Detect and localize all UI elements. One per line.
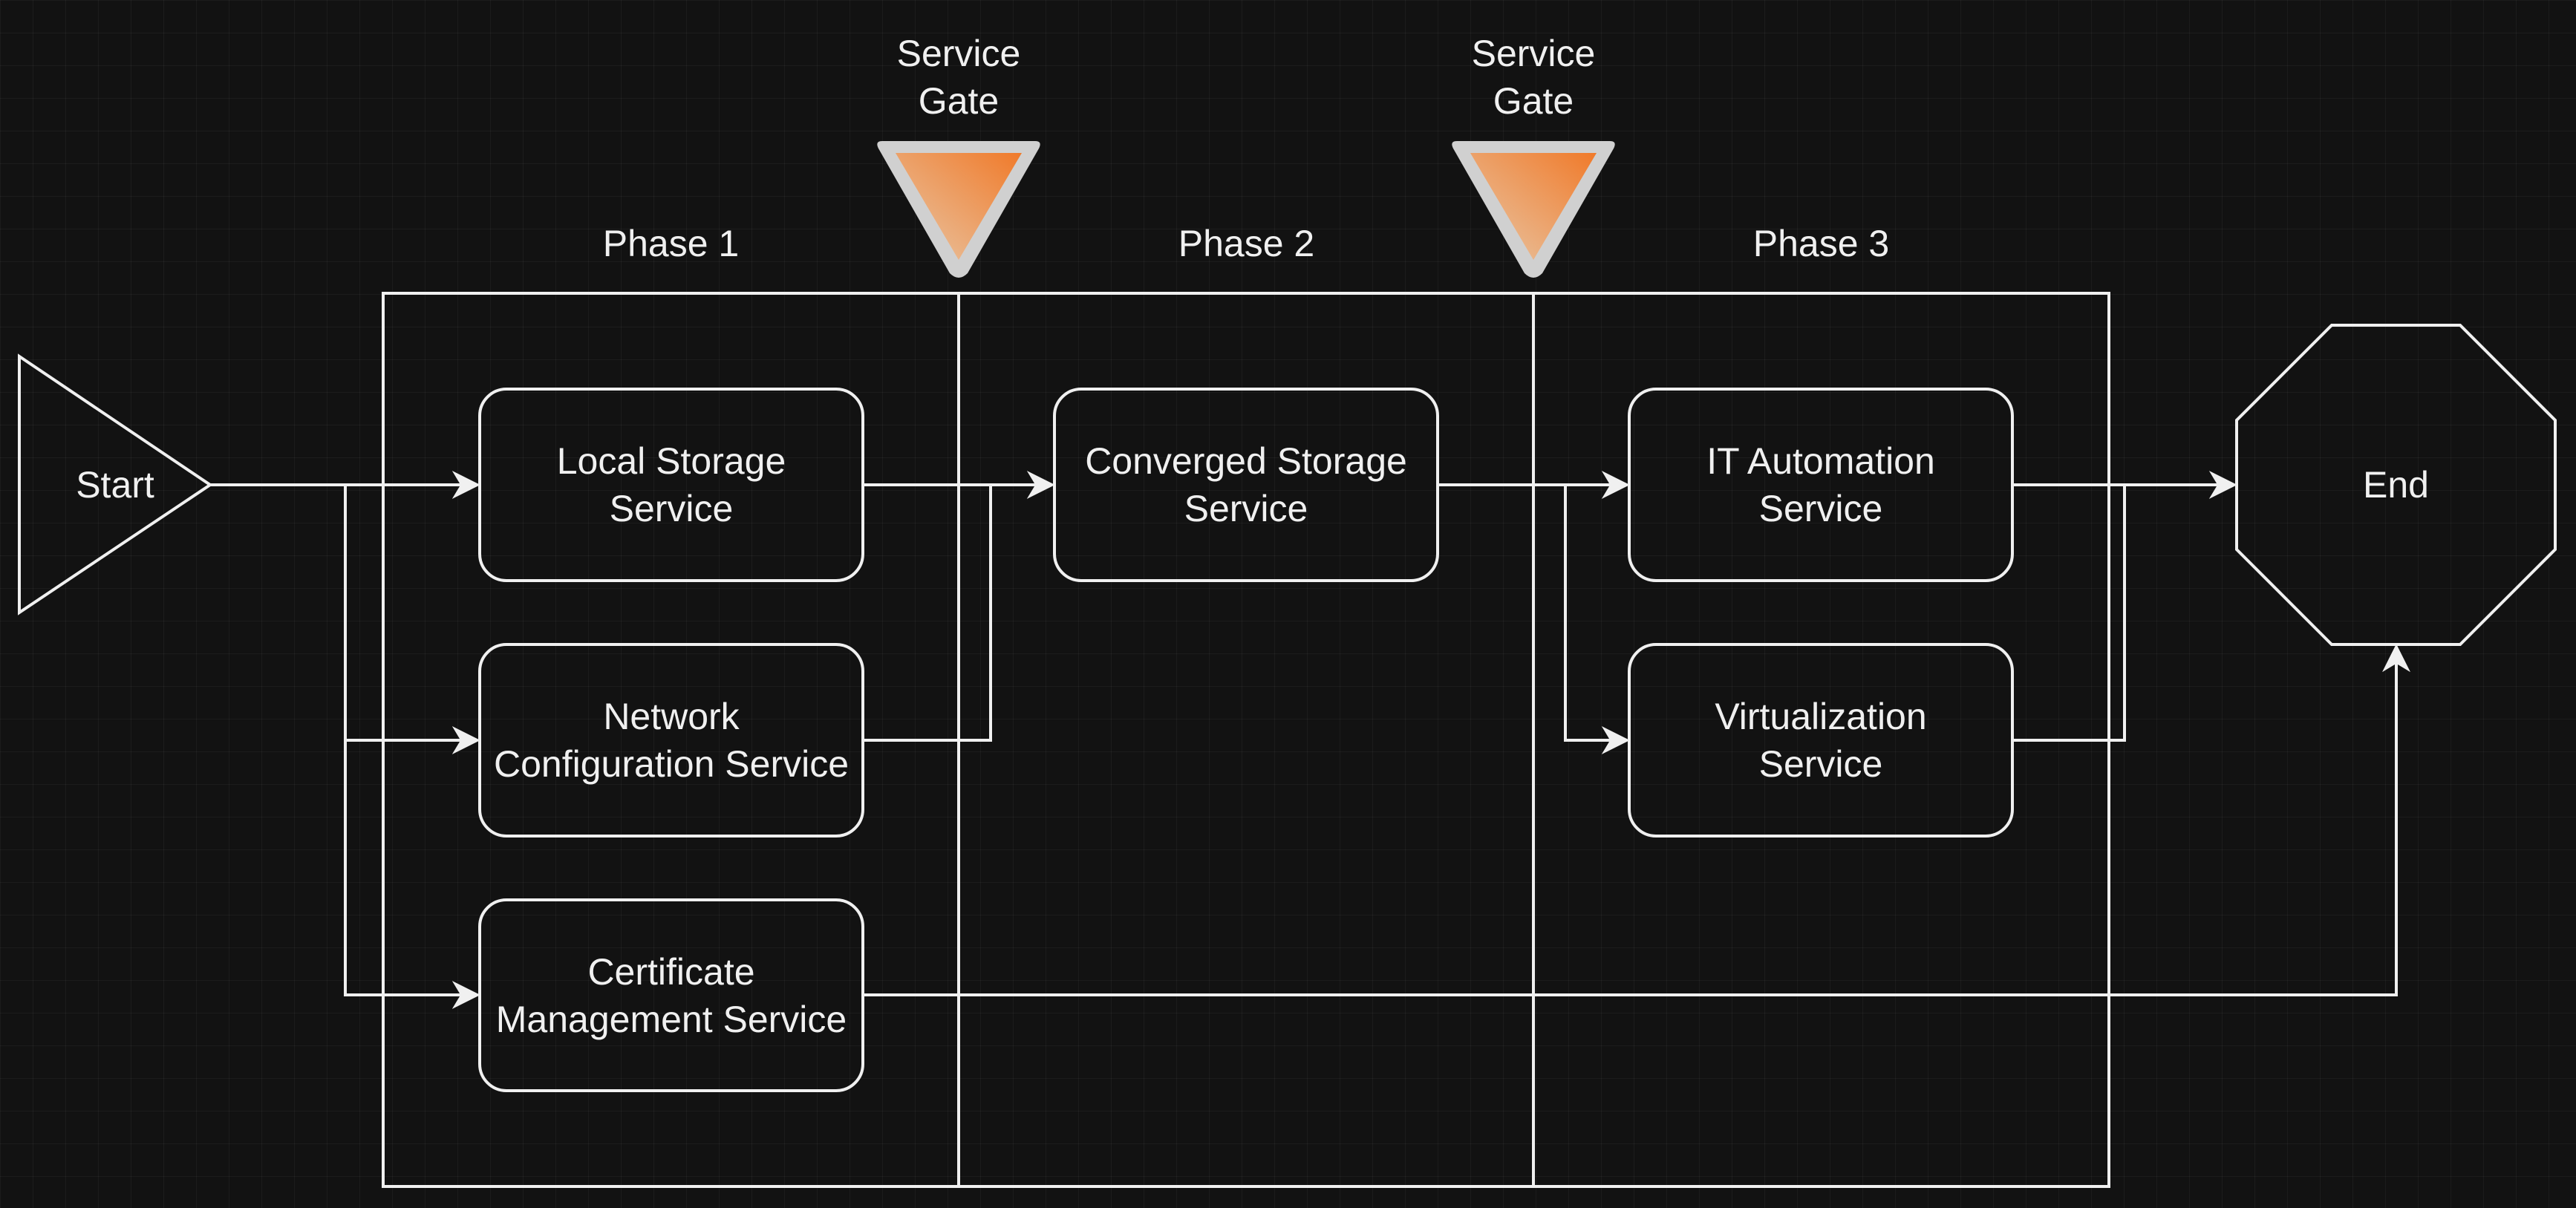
virtualization-service-label: Virtualization Service xyxy=(1715,696,1927,785)
phase-1-label: Phase 1 xyxy=(602,223,740,264)
connector-converged-virtualization xyxy=(1564,485,1630,754)
connector-start-network-config xyxy=(344,485,480,754)
network-configuration-service-label: Network Configuration Service xyxy=(493,696,850,785)
phase-3-label: Phase 3 xyxy=(1752,223,1890,264)
network-configuration-service-text: Network Configuration Service xyxy=(480,644,863,836)
service-gate-1-label: Service Gate xyxy=(896,33,1021,122)
service-gate-2-label: Service Gate xyxy=(1471,33,1596,122)
connector-start-certificate xyxy=(344,740,480,1009)
inverted-triangle-gate-icon xyxy=(1452,141,1615,278)
converged-storage-service-text: Converged Storage Service xyxy=(1054,389,1438,581)
local-storage-service-label: Local Storage Service xyxy=(556,440,786,529)
virtualization-service-text: Virtualization Service xyxy=(1629,644,2012,836)
phase-2-label: Phase 2 xyxy=(1178,223,1315,264)
inverted-triangle-gate-icon xyxy=(877,141,1040,278)
start-label: Start xyxy=(76,464,154,506)
certificate-management-service-label: Certificate Management Service xyxy=(495,950,847,1040)
it-automation-service-label: IT Automation Service xyxy=(1706,440,1935,529)
end-label-wrap: End xyxy=(2237,454,2555,515)
end-shape[interactable] xyxy=(2235,324,2557,646)
connector-network-config-converged xyxy=(863,485,992,742)
local-storage-service-text: Local Storage Service xyxy=(480,389,863,581)
start-label-wrap: Start xyxy=(30,454,200,515)
start-shape[interactable] xyxy=(18,353,213,616)
converged-storage-service-label: Converged Storage Service xyxy=(1085,440,1407,529)
certificate-management-service-text: Certificate Management Service xyxy=(480,900,863,1091)
connector-virtualization-end xyxy=(2012,485,2126,742)
end-label: End xyxy=(2363,464,2429,506)
connector-certificate-end xyxy=(863,644,2410,996)
it-automation-service-text: IT Automation Service xyxy=(1629,389,2012,581)
